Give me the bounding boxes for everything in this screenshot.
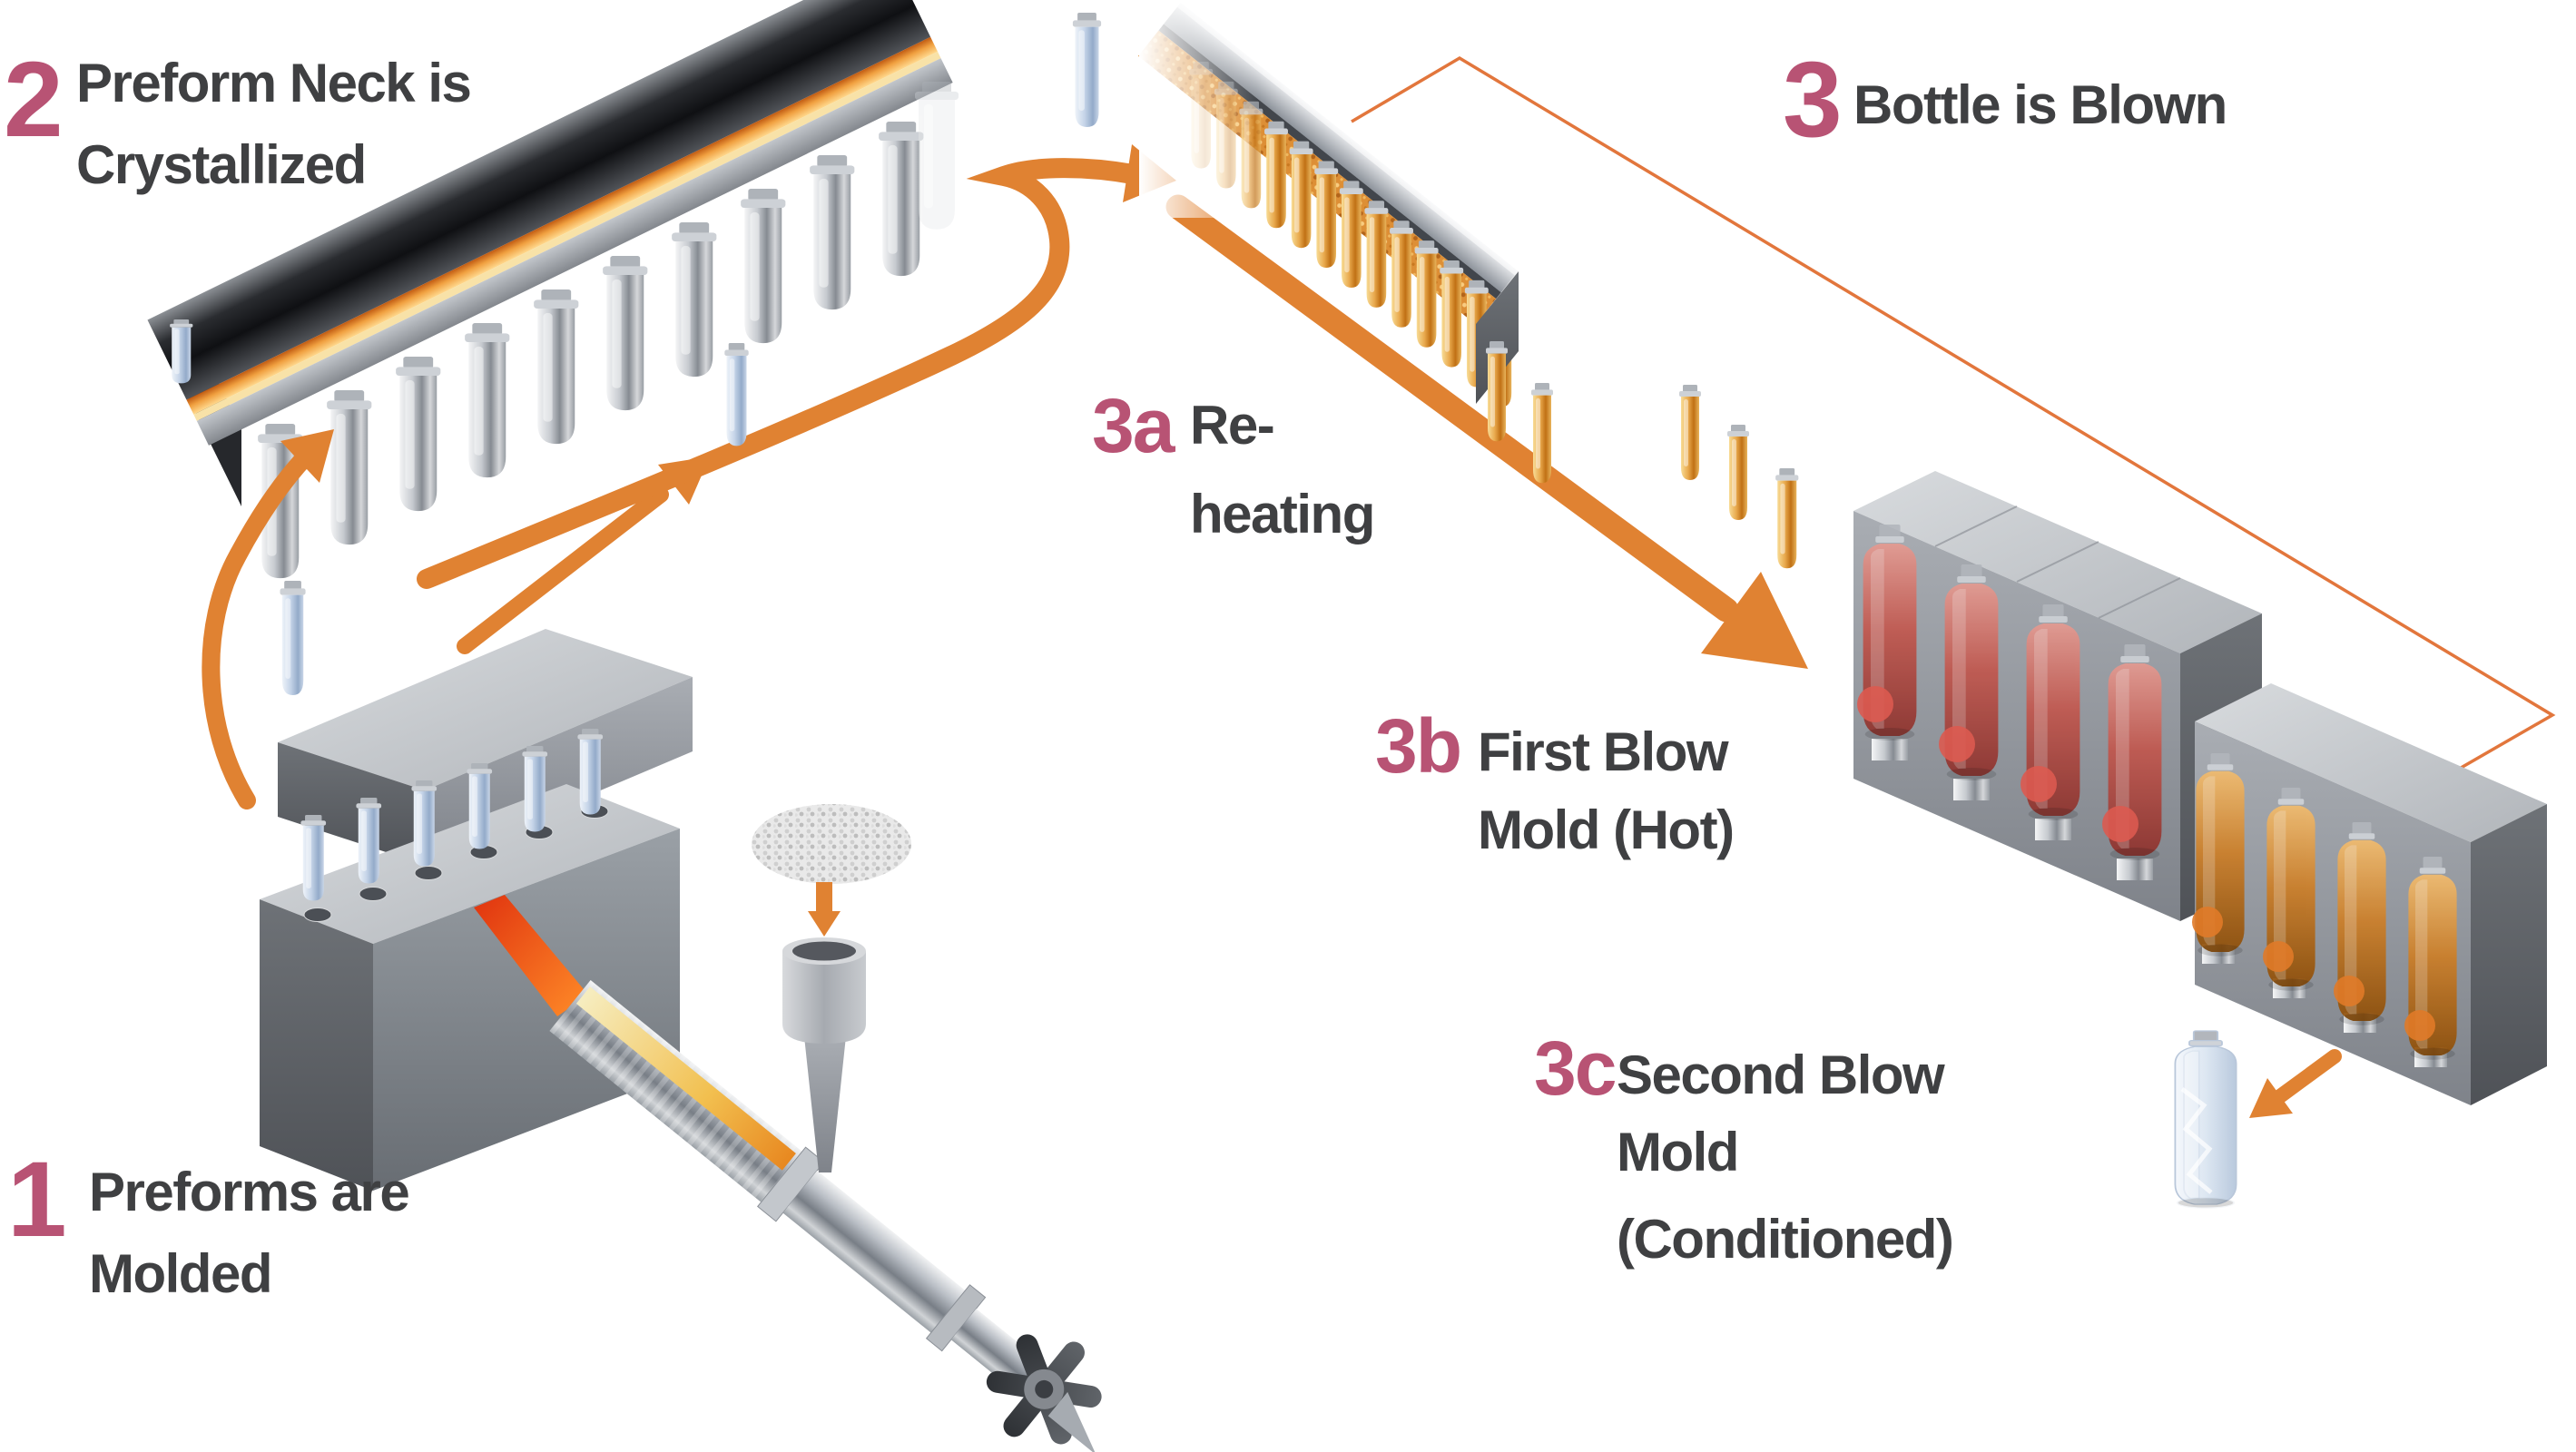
hot-melt-sprue (474, 895, 588, 1016)
reheat-rail-highlight (1176, 3, 1519, 276)
arrow-molding-to-crystallizer (202, 446, 316, 809)
pet-pellets (752, 804, 911, 884)
crystallizer-glow-highlight (193, 51, 941, 421)
hopper-opening (792, 941, 856, 961)
step3a-number: 3a (1092, 383, 1176, 468)
first-mold-front (1853, 511, 2180, 921)
step1-label-line2: Molded (89, 1243, 271, 1304)
loose-preform-3 (724, 343, 749, 446)
step3a-label-line2: heating (1190, 484, 1374, 544)
molten-plastic-channel (575, 986, 796, 1171)
arrow-to-loose-preform (457, 486, 669, 654)
step3-bracket-line (1351, 55, 2556, 800)
extruder-barrel (549, 980, 1102, 1452)
crystallizer-bar (147, 0, 931, 400)
step3c-label-line3: (Conditioned) (1617, 1209, 1952, 1270)
loose-preform-1 (170, 319, 193, 384)
second-mold-front (2195, 721, 2471, 1105)
second-mold-top (2195, 683, 2547, 842)
crystallizer-rail (196, 58, 953, 446)
reheating-oven (1138, 0, 1519, 407)
step2-label-line2: Crystallized (76, 134, 366, 195)
red-hot-bottles (1857, 525, 2162, 880)
reheat-fade-overlay (1139, 0, 1257, 218)
step3b-label-line1: First Blow (1478, 721, 1729, 782)
step1-label-line1: Preforms are (89, 1162, 408, 1222)
flow-arrows (202, 144, 1176, 809)
step2-label-line1: Preform Neck is (76, 53, 470, 113)
second-blow-mold (2192, 683, 2547, 1105)
mold-lower-block (260, 784, 680, 1191)
reheat-end-face (1476, 271, 1519, 404)
ghost-preform (915, 82, 959, 230)
second-mold-side (2471, 804, 2547, 1105)
loose-preform-4 (1072, 13, 1102, 127)
labels: 2 Preform Neck is Crystallized 3 Bottle … (4, 40, 2227, 1304)
step3b-label-line2: Mold (Hot) (1478, 800, 1734, 860)
step3b-number: 3b (1375, 703, 1460, 789)
arrow-crystallizer-to-reheat (417, 158, 1143, 589)
arrow-mold-to-final-bottle (2249, 1049, 2342, 1118)
final-clear-bottle (2174, 1030, 2237, 1210)
arrow-molding-to-crystallizer-head (280, 429, 334, 483)
bottle-crinkle-highlight (2180, 1087, 2213, 1194)
conditioned-bottles (2192, 753, 2457, 1067)
arrow-reheat-to-first-mold (1165, 194, 1808, 669)
injection-molding-unit (260, 629, 1102, 1452)
step2-number: 2 (4, 40, 62, 160)
step3a-label-line1: Re- (1190, 395, 1273, 456)
loose-preform-2 (280, 581, 306, 695)
step3c-label-line2: Mold (1617, 1122, 1738, 1182)
crystallizer-unit (147, 0, 959, 579)
extruder-nozzle-tip (1047, 1391, 1096, 1452)
step3-number: 3 (1783, 40, 1841, 160)
crystallizer-glow-strip (186, 36, 939, 415)
step1-number: 1 (7, 1140, 65, 1260)
step3-label-line1: Bottle is Blown (1853, 74, 2227, 135)
hopper (782, 937, 866, 1172)
step3c-label-line1: Second Blow (1617, 1045, 1945, 1105)
step3c-number: 3c (1534, 1025, 1616, 1111)
first-mold-dividers (1934, 505, 2181, 619)
pellet-feed-arrow (808, 882, 841, 937)
